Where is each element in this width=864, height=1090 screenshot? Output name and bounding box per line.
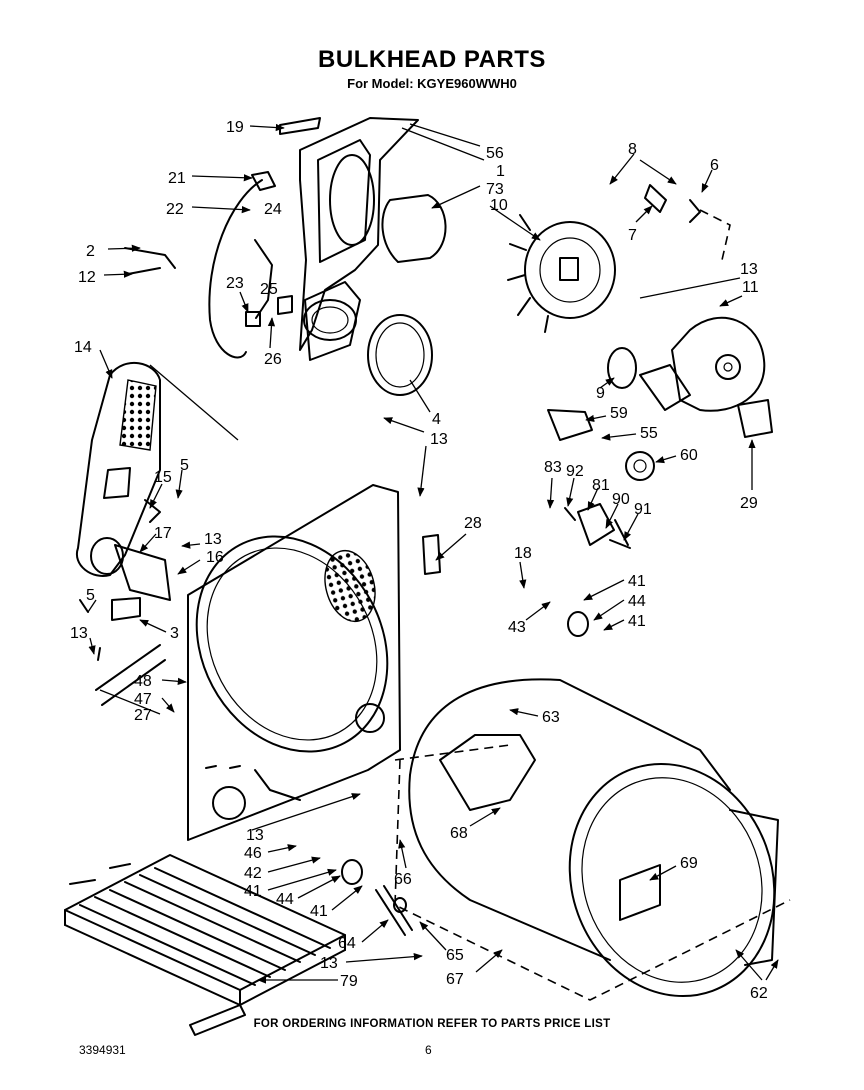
dryer-drum [394,678,791,1001]
blower-assembly [507,184,773,438]
callout-5: 5 [180,457,189,474]
callout-67: 67 [446,971,464,988]
drying-rack [64,854,346,1036]
callout-81: 81 [592,477,610,494]
callout-41: 41 [628,613,646,630]
callout-91: 91 [634,501,652,518]
callout-14: 14 [74,339,92,356]
callout-13: 13 [204,531,222,548]
callout-69: 69 [680,855,698,872]
callout-13: 13 [430,431,448,448]
duct-gasket-top [381,194,447,263]
callout-41: 41 [244,883,262,900]
callout-3: 3 [170,625,179,642]
upper-duct-assembly [279,117,447,396]
door-switch-hardware [79,599,166,706]
warning-label [737,399,773,438]
callout-68: 68 [450,825,468,842]
callout-83: 83 [544,459,562,476]
callout-47: 47 [134,691,152,708]
callout-79: 79 [340,973,358,990]
callout-44: 44 [276,891,294,908]
callout-60: 60 [680,447,698,464]
callout-5: 5 [86,587,95,604]
lint-duct-assembly [75,361,171,621]
front-bulkhead-panel [187,484,401,841]
callout-26: 26 [264,351,282,368]
callout-24: 24 [264,201,282,218]
seal-ring [367,314,433,396]
callout-28: 28 [464,515,482,532]
document-number: 3394931 [79,1043,126,1057]
callout-27: 27 [134,707,152,724]
callout-17: 17 [154,525,172,542]
callout-62: 62 [750,985,768,1002]
page-title: BULKHEAD PARTS [318,46,546,73]
callout-73: 73 [486,181,504,198]
callout-15: 15 [154,469,172,486]
callout-16: 16 [206,549,224,566]
callout-66: 66 [394,871,412,888]
callout-43: 43 [508,619,526,636]
callout-44: 44 [628,593,646,610]
callout-41: 41 [628,573,646,590]
callout-22: 22 [166,201,184,218]
callout-59: 59 [610,405,628,422]
callout-4: 4 [432,411,441,428]
callout-42: 42 [244,865,262,882]
callout-46: 46 [244,845,262,862]
callout-55: 55 [640,425,658,442]
ordering-note: FOR ORDERING INFORMATION REFER TO PARTS … [253,1018,611,1030]
callout-19: 19 [226,119,244,136]
callout-2: 2 [86,243,95,260]
callout-labels: 19 56 1 73 21 22 24 2 12 23 25 26 8 6 7 … [70,119,768,1002]
callout-11: 11 [742,279,759,296]
callout-6: 6 [710,157,719,174]
callout-64: 64 [338,935,356,952]
callout-1: 1 [496,163,505,180]
callout-48: 48 [134,673,152,690]
callout-56: 56 [486,145,504,162]
callout-13: 13 [246,827,264,844]
callout-25: 25 [260,281,278,298]
callout-63: 63 [542,709,560,726]
callout-7: 7 [628,227,637,244]
callout-23: 23 [226,275,244,292]
callout-90: 90 [612,491,630,508]
callout-41: 41 [310,903,328,920]
callout-65: 65 [446,947,464,964]
callout-12: 12 [78,269,96,286]
callout-13: 13 [70,625,88,642]
callout-18: 18 [514,545,532,562]
sensor-bracket [279,117,321,135]
callout-13: 13 [740,261,758,278]
callout-8: 8 [628,141,637,158]
leader-lines [87,123,779,984]
page-number: 6 [425,1043,432,1057]
blower-seal [607,347,637,389]
callout-92: 92 [566,463,584,480]
callout-13: 13 [320,955,338,972]
callout-21: 21 [168,170,186,187]
callout-29: 29 [740,495,758,512]
roller-assemblies [341,611,589,936]
model-subtitle: For Model: KGYE960WWH0 [347,76,517,91]
callout-10: 10 [490,197,508,214]
wire-harness [124,171,293,359]
callout-9: 9 [596,385,605,402]
